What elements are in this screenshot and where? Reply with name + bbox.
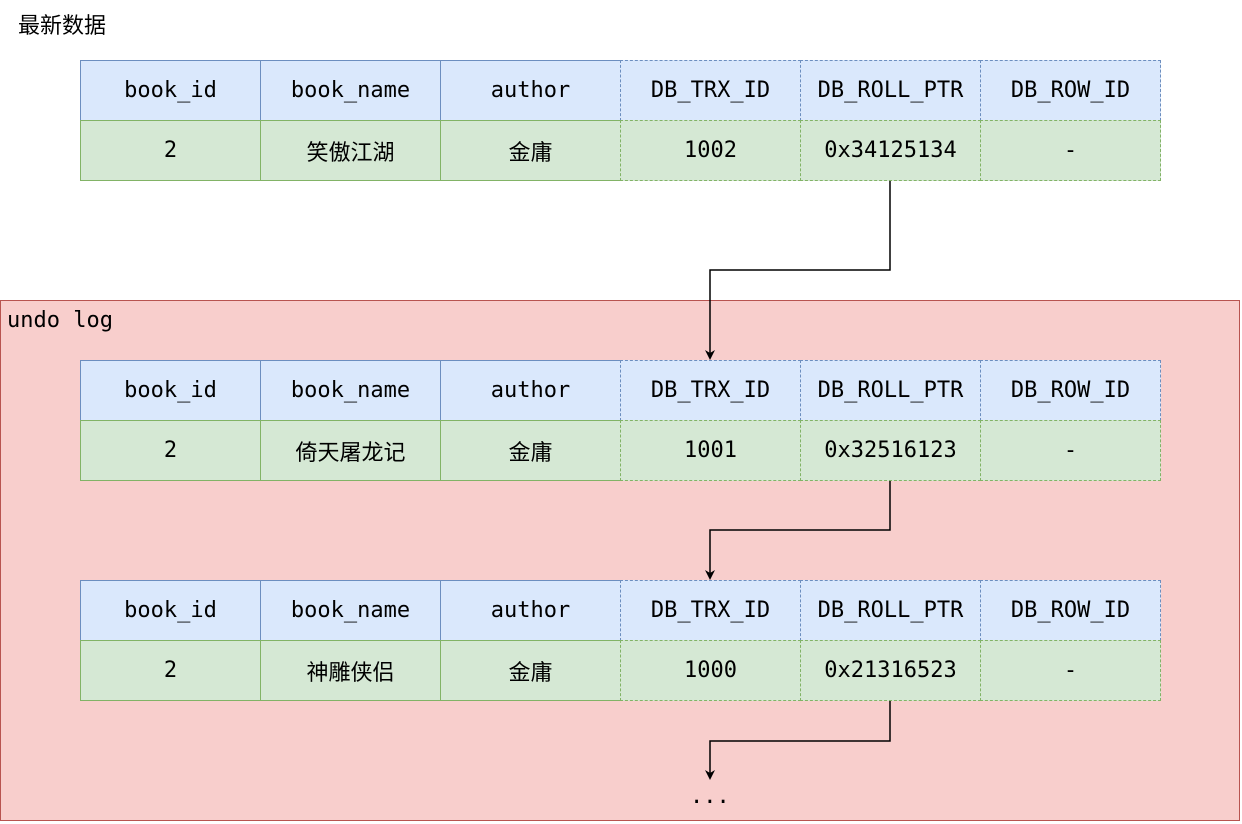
cell-book-id: 2 bbox=[80, 640, 261, 701]
continuation-ellipsis: ... bbox=[690, 784, 730, 809]
cell-author: 金庸 bbox=[440, 420, 621, 481]
cell-book-id: 2 bbox=[80, 420, 261, 481]
cell-author: 金庸 bbox=[440, 640, 621, 701]
header-author: author bbox=[440, 580, 621, 641]
cell-db-trx-id: 1002 bbox=[620, 120, 801, 181]
header-db-roll-ptr: DB_ROLL_PTR bbox=[800, 580, 981, 641]
header-book-id: book_id bbox=[80, 580, 261, 641]
header-author: author bbox=[440, 60, 621, 121]
header-book-name: book_name bbox=[260, 60, 441, 121]
header-db-row-id: DB_ROW_ID bbox=[980, 60, 1161, 121]
header-db-roll-ptr: DB_ROLL_PTR bbox=[800, 360, 981, 421]
header-book-id: book_id bbox=[80, 60, 261, 121]
cell-db-trx-id: 1000 bbox=[620, 640, 801, 701]
latest-data-title: 最新数据 bbox=[18, 14, 107, 39]
header-book-id: book_id bbox=[80, 360, 261, 421]
cell-book-name: 神雕侠侣 bbox=[260, 640, 441, 701]
cell-db-row-id: - bbox=[980, 420, 1161, 481]
header-book-name: book_name bbox=[260, 580, 441, 641]
header-db-trx-id: DB_TRX_ID bbox=[620, 580, 801, 641]
cell-db-roll-ptr: 0x21316523 bbox=[800, 640, 981, 701]
header-db-row-id: DB_ROW_ID bbox=[980, 360, 1161, 421]
cell-author: 金庸 bbox=[440, 120, 621, 181]
cell-book-name: 倚天屠龙记 bbox=[260, 420, 441, 481]
header-author: author bbox=[440, 360, 621, 421]
header-db-roll-ptr: DB_ROLL_PTR bbox=[800, 60, 981, 121]
header-book-name: book_name bbox=[260, 360, 441, 421]
undo-record-table-2: book_id book_name author DB_TRX_ID DB_RO… bbox=[80, 580, 1161, 701]
header-db-row-id: DB_ROW_ID bbox=[980, 580, 1161, 641]
undo-record-table-1: book_id book_name author DB_TRX_ID DB_RO… bbox=[80, 360, 1161, 481]
cell-book-name: 笑傲江湖 bbox=[260, 120, 441, 181]
cell-db-row-id: - bbox=[980, 120, 1161, 181]
latest-record-table: book_id book_name author DB_TRX_ID DB_RO… bbox=[80, 60, 1161, 181]
header-db-trx-id: DB_TRX_ID bbox=[620, 360, 801, 421]
cell-db-trx-id: 1001 bbox=[620, 420, 801, 481]
header-db-trx-id: DB_TRX_ID bbox=[620, 60, 801, 121]
cell-db-row-id: - bbox=[980, 640, 1161, 701]
undo-log-label: undo log bbox=[7, 308, 113, 333]
cell-db-roll-ptr: 0x34125134 bbox=[800, 120, 981, 181]
cell-db-roll-ptr: 0x32516123 bbox=[800, 420, 981, 481]
cell-book-id: 2 bbox=[80, 120, 261, 181]
